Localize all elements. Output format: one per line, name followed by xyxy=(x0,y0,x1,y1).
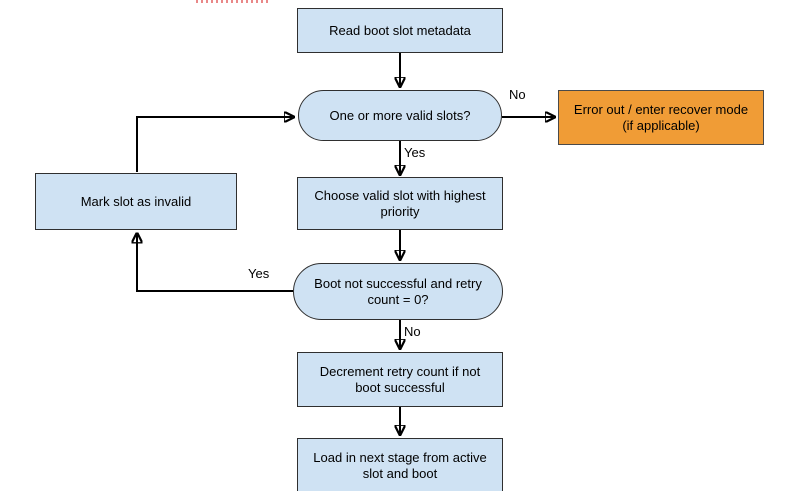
node-mark-slot-invalid: Mark slot as invalid xyxy=(35,173,237,230)
clipped-red-text-marks xyxy=(196,0,270,3)
edge-decision2-yes-to-mark xyxy=(137,235,293,292)
node-boot-retry-decision: Boot not successful and retry count = 0? xyxy=(293,263,503,320)
node-choose-valid-slot: Choose valid slot with highest priority xyxy=(297,177,503,230)
node-load-next-stage: Load in next stage from active slot and … xyxy=(297,438,503,491)
edge-label-no: No xyxy=(509,87,526,102)
edge-label-yes: Yes xyxy=(248,266,270,281)
node-error-recover: Error out / enter recover mode (if appli… xyxy=(558,90,764,145)
node-read-boot-slot-metadata: Read boot slot metadata xyxy=(297,8,503,53)
node-valid-slots-decision: One or more valid slots? xyxy=(298,90,502,141)
edge-label-no: No xyxy=(404,324,421,339)
node-decrement-retry-count: Decrement retry count if not boot succes… xyxy=(297,352,503,407)
edge-mark-to-decision1 xyxy=(136,117,292,172)
edge-label-yes: Yes xyxy=(404,145,426,160)
